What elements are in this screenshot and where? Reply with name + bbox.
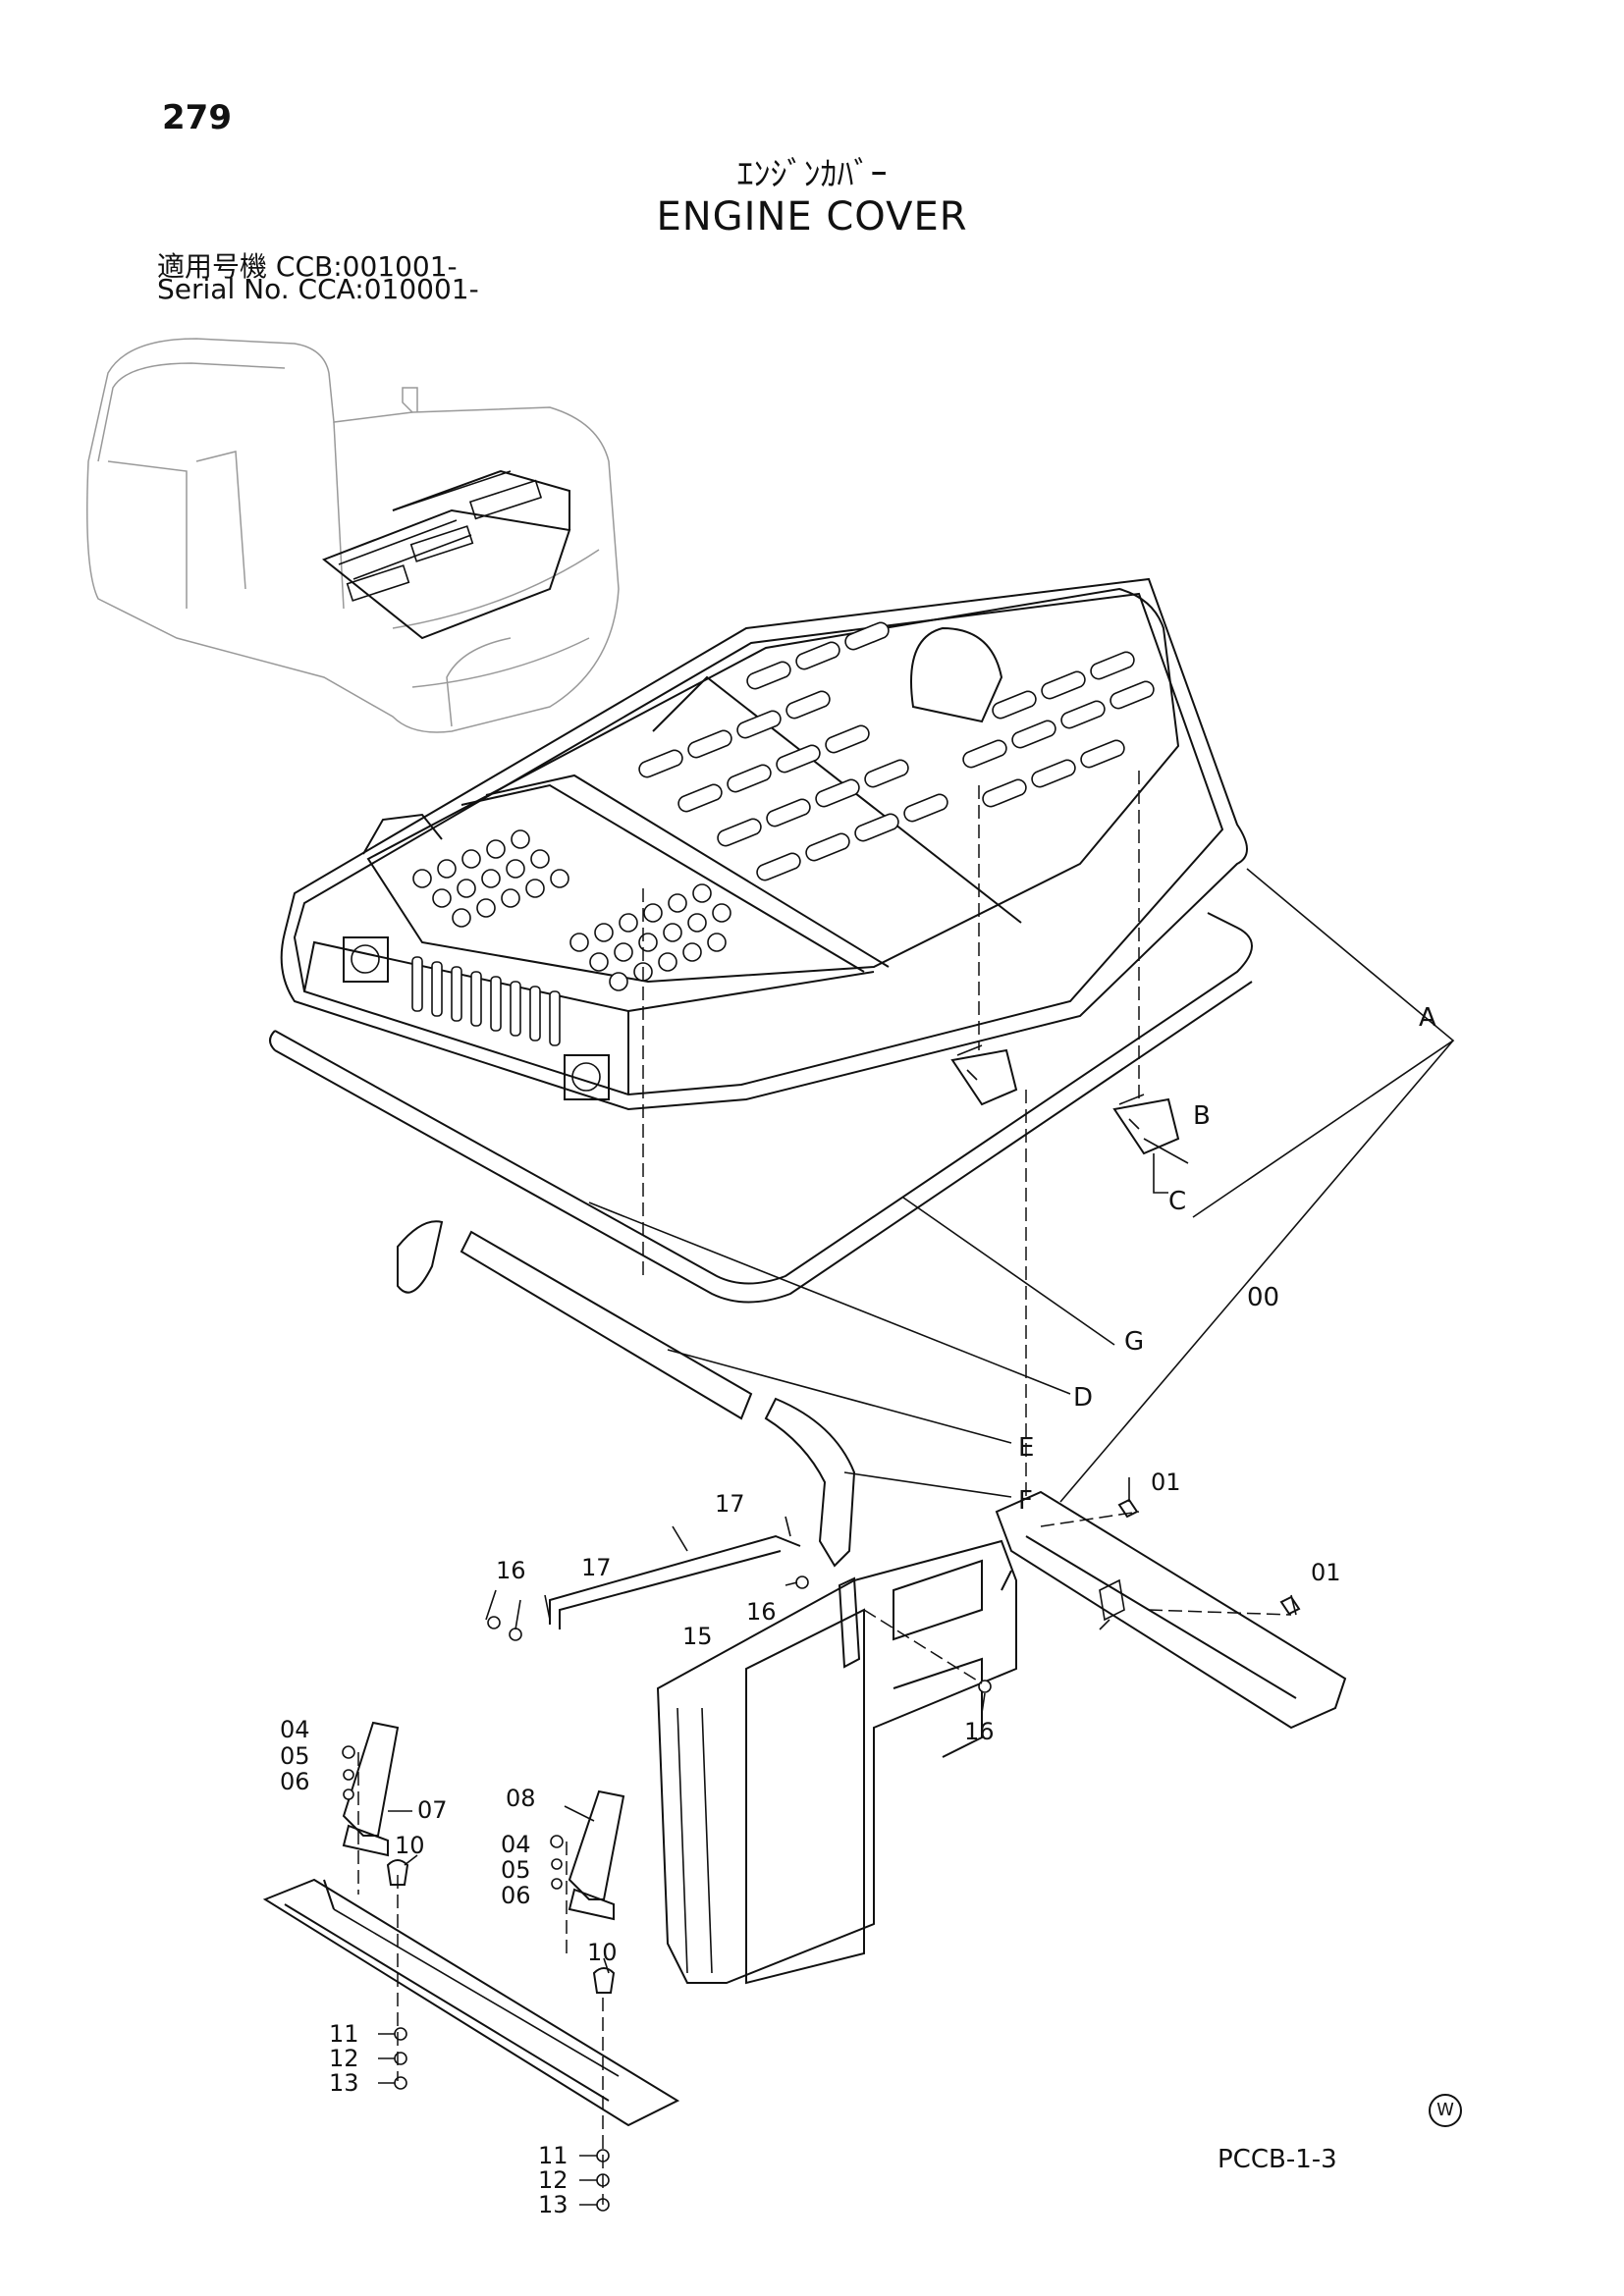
- callout-12-left: 12: [329, 2045, 359, 2072]
- callout-05-right: 05: [501, 1856, 531, 1884]
- callout-01-upper: 01: [1151, 1468, 1181, 1496]
- engine-cover-panel: [280, 577, 1248, 1111]
- callout-13-right: 13: [538, 2191, 568, 2218]
- callout-05-left: 05: [280, 1742, 310, 1770]
- excavator-overview-sketch: [86, 338, 620, 733]
- callout-04-right: 04: [501, 1831, 531, 1858]
- latch-box-right: [564, 1054, 610, 1100]
- callout-g: G: [1124, 1327, 1144, 1357]
- fastener-hardware: [342, 1498, 1301, 2212]
- rear-frame-bracket: [995, 1490, 1347, 1730]
- callout-10-right: 10: [587, 1939, 618, 1966]
- drawing-code: PCCB-1-3: [1218, 2145, 1337, 2174]
- hinge-bracket-right: [1112, 1094, 1180, 1155]
- cover-vent-holes: [412, 829, 731, 991]
- assembly-dash-lines: [357, 771, 1292, 2205]
- lower-latch-base-right: [333, 1908, 620, 2077]
- callout-15: 15: [682, 1623, 713, 1650]
- callout-01-lower: 01: [1311, 1559, 1341, 1586]
- hinge-bracket-left: [950, 1044, 1018, 1106]
- seal-ring-g: [274, 912, 1253, 1285]
- callout-10-left: 10: [395, 1832, 425, 1859]
- latch-box-left: [343, 936, 389, 983]
- seal-e: [460, 1230, 753, 1420]
- side-support-panel: [656, 1539, 1017, 1985]
- callout-f: F: [1018, 1486, 1033, 1516]
- latch-07: [342, 1721, 400, 1857]
- callout-e: E: [1018, 1433, 1034, 1463]
- callout-12-right: 12: [538, 2166, 568, 2194]
- callout-04-left: 04: [280, 1716, 310, 1743]
- callout-b: B: [1193, 1101, 1211, 1131]
- callout-06-left: 06: [280, 1768, 310, 1795]
- callout-13-left: 13: [329, 2069, 359, 2097]
- callout-00: 00: [1247, 1283, 1279, 1312]
- callout-08: 08: [506, 1785, 536, 1812]
- callout-a: A: [1419, 1003, 1436, 1033]
- callout-16-right: 16: [964, 1718, 995, 1745]
- callout-labels: A B C 00 G D E F 01 01 17 17 16 16 16 15…: [280, 1003, 1436, 2218]
- exhaust-opening: [910, 626, 1003, 723]
- latch-08: [568, 1789, 625, 1921]
- callout-11-left: 11: [329, 2020, 359, 2048]
- callout-16-left: 16: [496, 1557, 526, 1584]
- cover-oval-slots: [638, 690, 948, 881]
- title-english: ENGINE COVER: [656, 194, 968, 240]
- support-rod: [549, 1534, 801, 1625]
- callout-d: D: [1073, 1383, 1093, 1413]
- serial-number-japanese: 適用号機 CCB:001001-: [157, 250, 458, 283]
- callout-c: C: [1168, 1187, 1186, 1216]
- serial-number-english: Serial No. CCA:010001-: [157, 273, 479, 305]
- callout-07: 07: [417, 1796, 448, 1824]
- callout-17-lower: 17: [581, 1554, 612, 1581]
- seal-d: [397, 1220, 444, 1294]
- manufacturer-mark: W: [1429, 2094, 1462, 2127]
- front-louvre-slots: [411, 956, 561, 1046]
- lower-latch-base-left: [262, 1878, 680, 2127]
- callout-11-right: 11: [538, 2142, 568, 2169]
- cover-oval-slots-right: [746, 621, 1155, 808]
- title-japanese: ｴﾝｼﾞﾝｶﾊﾞｰ: [736, 155, 888, 194]
- page-number: 279: [162, 98, 232, 137]
- callout-leader-lines: [378, 868, 1455, 2206]
- callout-17-upper: 17: [715, 1490, 745, 1518]
- seal-f: [764, 1397, 856, 1568]
- callout-06-right: 06: [501, 1882, 531, 1909]
- callout-16-middle: 16: [746, 1598, 777, 1626]
